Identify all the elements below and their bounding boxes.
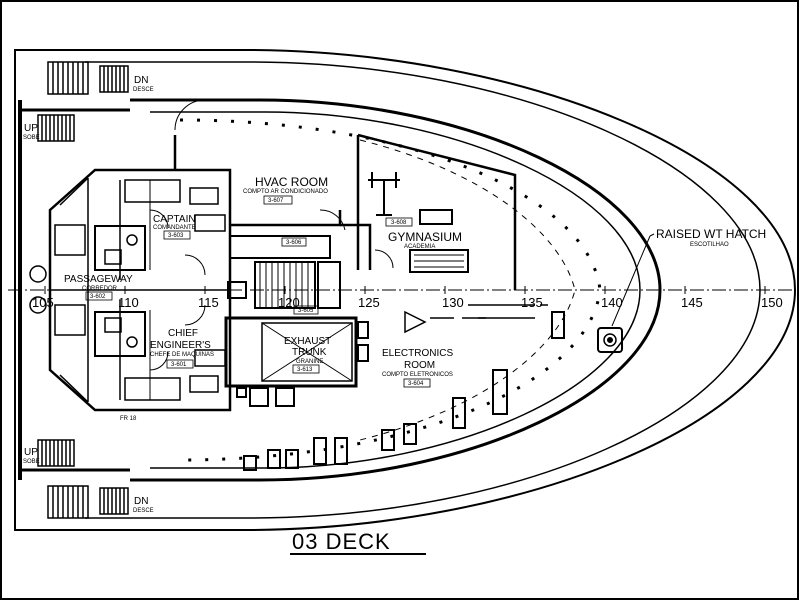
hatch-label: RAISED WT HATCH <box>656 227 766 241</box>
deck-title: 03 DECK <box>292 529 391 554</box>
frame-number: 120 <box>278 295 300 310</box>
hvac-gym-walls <box>173 99 517 290</box>
frame-number: 130 <box>442 295 464 310</box>
hatch-symbol <box>597 233 655 353</box>
passageway-label: PASSAGEWAY <box>64 274 133 285</box>
exhaust-label-2: TRUNK <box>292 347 327 358</box>
frame-number-labels: 105 110 115 120 125 130 135 140 145 150 <box>32 295 783 310</box>
passageway-code: 3-602 <box>90 294 106 300</box>
exhaust-label-1: EXHAUST <box>284 336 331 347</box>
frame-note: FR 18 <box>120 416 137 422</box>
frame-number: 115 <box>198 295 219 310</box>
captain-sub: COMANDANTE <box>153 225 196 231</box>
passageway-sub: CORREDOR <box>82 286 118 292</box>
frame-number: 105 <box>32 295 54 310</box>
center-core <box>224 235 369 407</box>
electronics-code: 3-604 <box>408 381 424 387</box>
stair-code: 3-605 <box>298 308 314 314</box>
frame-number: 150 <box>761 295 783 310</box>
hvac-room-code: 3-607 <box>268 198 284 204</box>
stair-bottom-left <box>37 439 129 519</box>
gym-equipment <box>368 172 469 273</box>
hatch-sub: ESCOTILHAO <box>690 242 729 248</box>
stair-up-top-sub: SOBE <box>23 135 40 141</box>
gym-sub: ACADEMIA <box>404 244 435 250</box>
corridor-code: 3-606 <box>286 240 302 246</box>
exhaust-code: 3-613 <box>297 367 313 373</box>
stair-up-bottom-sub: SOBE <box>23 459 40 465</box>
electronics-sub: COMPTO ELETRONICOS <box>382 372 453 378</box>
chief-label-2: ENGINEER'S <box>150 340 211 351</box>
stair-top-left <box>37 61 129 142</box>
chief-sub: CHEFE DE MAQUINAS <box>150 352 214 358</box>
stair-up-top: UP <box>24 123 38 134</box>
stair-dn-bottom: DN <box>134 496 148 507</box>
frame-number: 135 <box>521 295 543 310</box>
electronics-label-1: ELECTRONICS <box>382 348 453 359</box>
stair-dn-bottom-sub: DESCE <box>133 508 154 514</box>
frame-number: 125 <box>358 295 380 310</box>
chief-label-1: CHIEF <box>168 328 198 339</box>
captain-code: 3-603 <box>168 233 184 239</box>
chief-code: 3-601 <box>171 362 187 368</box>
gym-code: 3-608 <box>391 220 407 226</box>
gym-label: GYMNASIUM <box>388 230 462 244</box>
frame-number: 140 <box>601 295 623 310</box>
hvac-room-sub: COMPTO AR CONDICIONADO <box>243 189 328 195</box>
exhaust-sub: GRANINE <box>296 359 323 365</box>
stair-up-bottom: UP <box>24 447 38 458</box>
stair-dn-top-sub: DESCE <box>133 87 154 93</box>
frame-number: 145 <box>681 295 703 310</box>
stair-dn-top: DN <box>134 75 148 86</box>
frame-number: 110 <box>118 295 139 310</box>
electronics-label-2: ROOM <box>404 360 435 371</box>
captain-label: CAPTAIN <box>153 214 196 225</box>
electronics-cabinets <box>243 304 565 471</box>
hvac-room-label: HVAC ROOM <box>255 175 328 189</box>
frame-ticks <box>44 286 766 294</box>
